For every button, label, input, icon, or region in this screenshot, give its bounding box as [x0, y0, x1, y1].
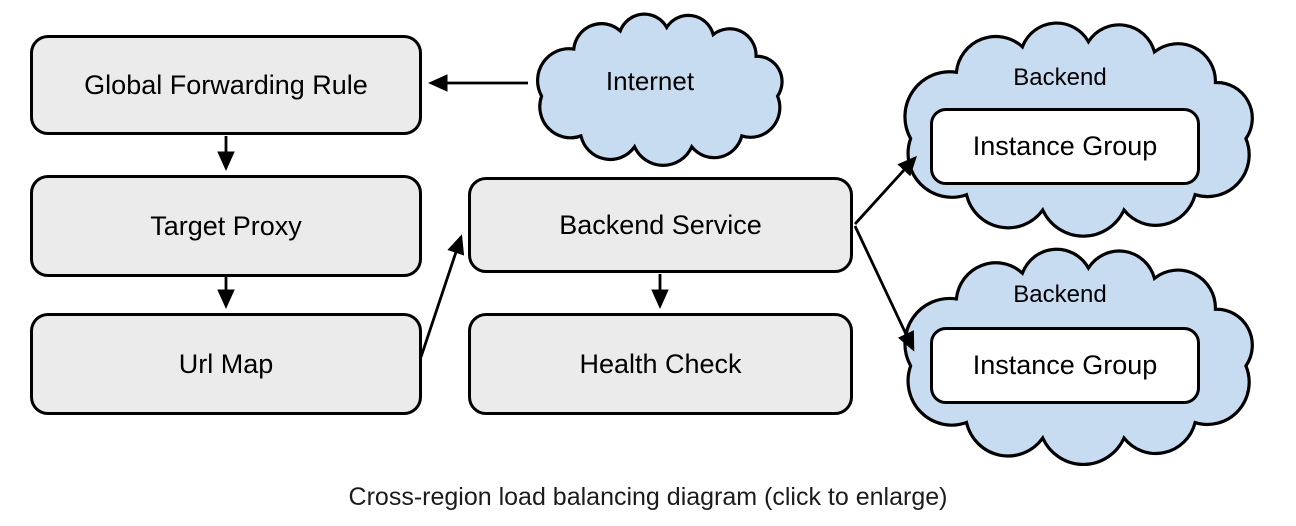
node-target-proxy: Target Proxy: [30, 175, 422, 277]
backend-cloud-top-label: Backend: [1013, 64, 1107, 91]
node-instance-group-bottom: Instance Group: [930, 327, 1200, 404]
internet-cloud: [538, 14, 782, 165]
arrow-backend-service-to-instance-group-top: [853, 155, 917, 225]
node-backend-service: Backend Service: [468, 177, 853, 273]
diagram-caption: Cross-region load balancing diagram (cli…: [348, 483, 948, 511]
node-health-check: Health Check: [468, 313, 853, 415]
arrow-backend-service-to-instance-group-bottom: [853, 225, 915, 352]
arrow-url-map-to-backend-service: [419, 234, 465, 358]
node-instance-group-top: Instance Group: [930, 108, 1200, 185]
node-url-map: Url Map: [30, 313, 422, 415]
node-global-forwarding-rule: Global Forwarding Rule: [30, 35, 422, 135]
internet-cloud-label: Internet: [605, 66, 695, 96]
backend-cloud-bottom-label: Backend: [1013, 281, 1107, 308]
